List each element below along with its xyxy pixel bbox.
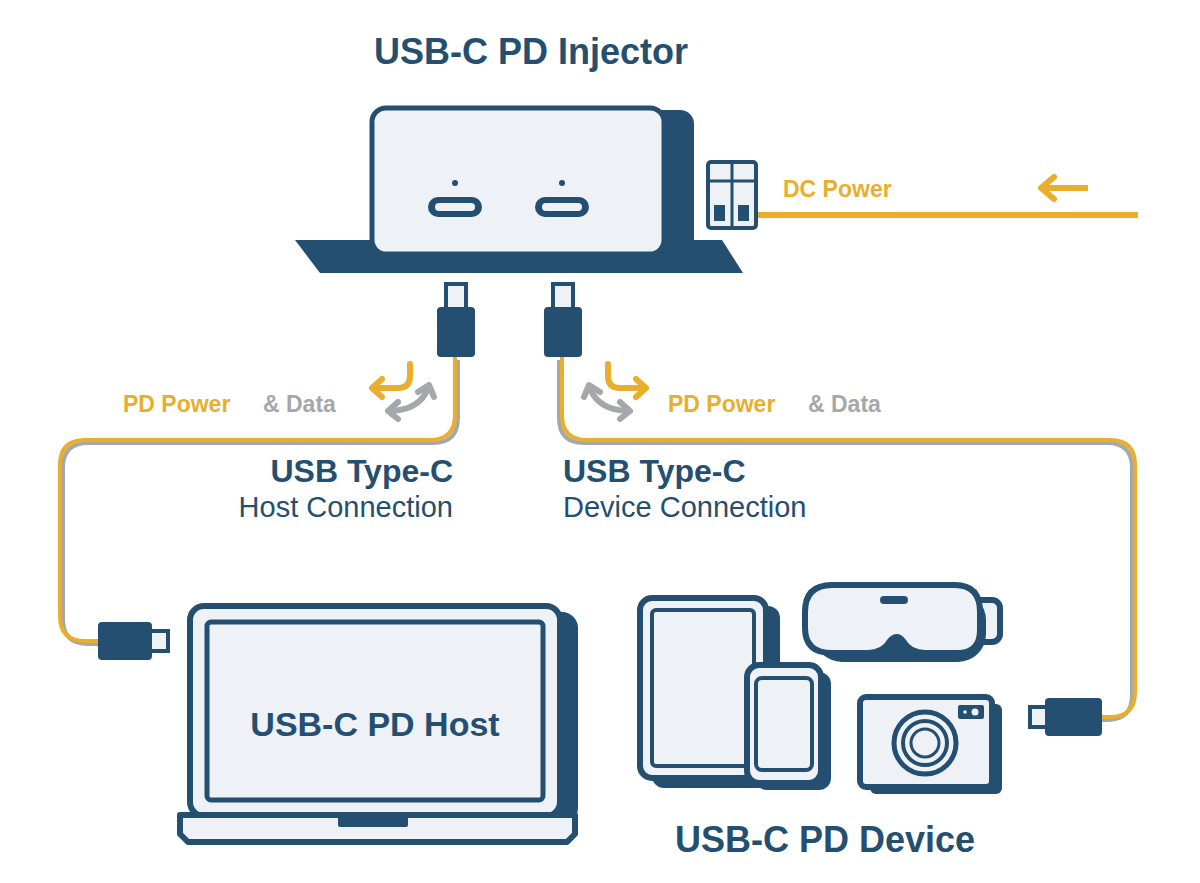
power-label: PD Power (668, 390, 775, 418)
plug-body (1045, 698, 1102, 736)
terminal-divider (731, 162, 734, 181)
terminal-divider (731, 181, 734, 228)
phone (747, 665, 821, 783)
camera-lens (903, 721, 947, 765)
laptop-lid (190, 606, 560, 816)
usb-c-port-slot (542, 203, 582, 211)
camera-flash-dot (963, 710, 967, 714)
node-label: USB-C PD Device (625, 817, 1025, 863)
data-label: & Data (263, 390, 336, 418)
usb-c-port (428, 197, 482, 217)
power-label: PD Power (123, 390, 230, 418)
plug-body (437, 307, 475, 357)
data-arrow-head (620, 402, 630, 419)
data-wire (63, 360, 458, 644)
data-arrow-head (388, 402, 398, 419)
vr-goggles (805, 585, 980, 653)
terminal-screw (738, 205, 749, 221)
plug-tip (553, 284, 573, 310)
port-dot (559, 180, 565, 186)
camera-flash (958, 705, 984, 719)
camera-flash-dot (972, 709, 979, 716)
tablet-screen (652, 610, 754, 766)
power-arrow-head (372, 379, 382, 397)
power-wire (60, 357, 455, 641)
camera-lens (894, 712, 956, 774)
data-label: & Data (808, 390, 881, 418)
laptop-base (180, 815, 575, 842)
connection-subtitle: Device Connection (563, 490, 806, 525)
plug-body (98, 622, 152, 660)
flow-arrow-head (1041, 177, 1054, 199)
injector-body (372, 108, 664, 254)
dc-power-line (757, 212, 1138, 218)
plug-tip (446, 284, 466, 310)
connection-title: USB Type-C (270, 452, 453, 490)
phone-screen (756, 678, 812, 770)
power-arrow-head (636, 379, 646, 397)
camera-lens (911, 729, 939, 757)
plug-tip (150, 631, 168, 651)
usb-c-port-slot (435, 203, 475, 211)
data-arrow-head (584, 385, 600, 397)
terminal-block (708, 162, 756, 228)
node-heading: USB-C PD Injector (295, 30, 767, 74)
node-label: USB-C PD Host (190, 700, 560, 748)
usb-c-port (535, 197, 589, 217)
plug-tip (1030, 707, 1047, 727)
laptop-notch (338, 815, 408, 827)
terminal-screw (714, 205, 725, 221)
camera (860, 697, 992, 787)
usb-c-cable (60, 357, 458, 644)
connection-title: USB Type-C (563, 452, 746, 490)
host-node: USB-C PD Host (98, 605, 575, 842)
power-label: DC Power (783, 175, 892, 203)
port-dot (452, 180, 458, 186)
plug-body (544, 307, 582, 357)
connection-subtitle: Host Connection (239, 490, 453, 525)
injector-node: USB-C PD Injector (295, 108, 743, 357)
goggles-sensor (880, 596, 908, 604)
device-node: USB-C PD Device (640, 585, 1100, 790)
data-arrow-head (418, 385, 434, 397)
flow-arrow (1042, 185, 1088, 191)
